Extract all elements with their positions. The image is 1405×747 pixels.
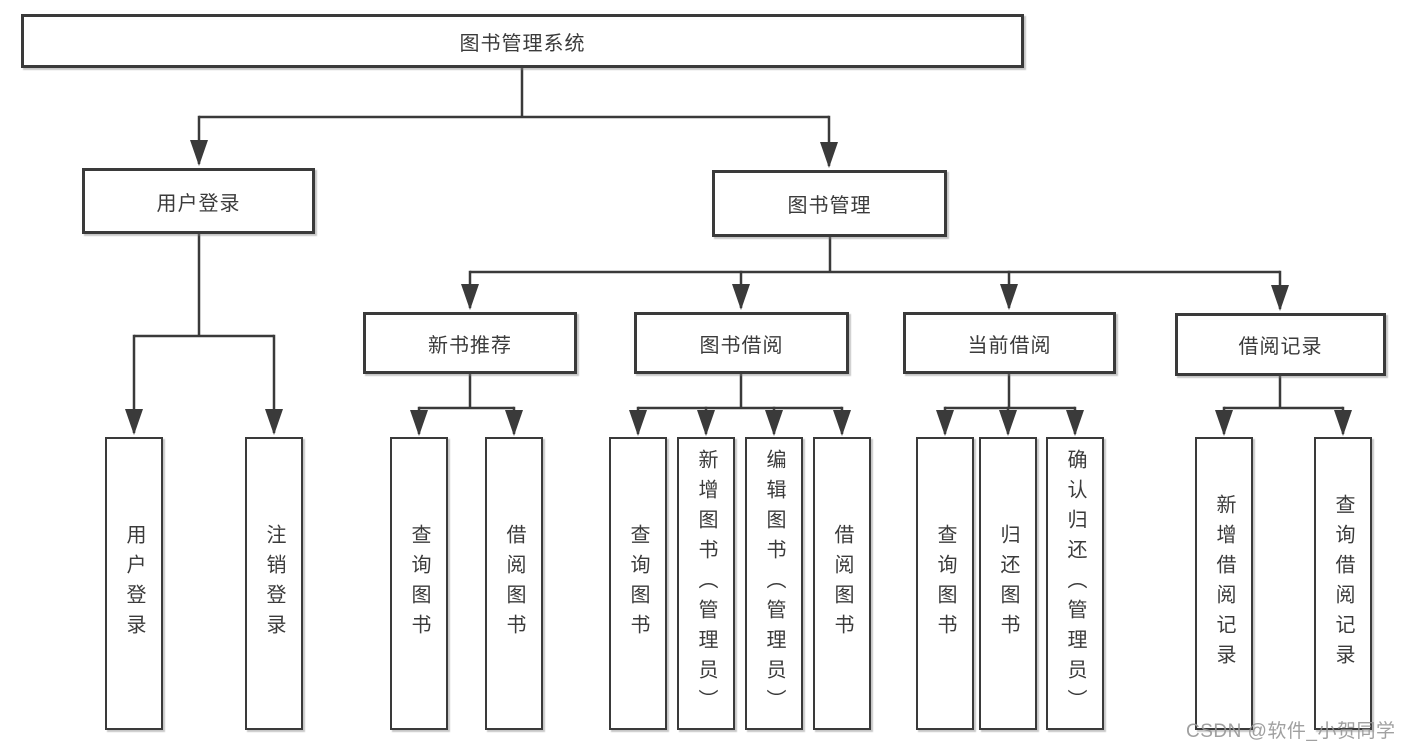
connector-bookmgmt-level3 xyxy=(470,237,1280,274)
leaf-confirm-return-admin-label: 确认归还（管理员） xyxy=(1064,448,1086,719)
node-root-label: 图书管理系统 xyxy=(459,32,586,55)
leaf-borrow-book-borrowing: 借阅图书 xyxy=(813,437,871,730)
node-book-management: 图书管理 xyxy=(712,170,947,237)
leaf-edit-book-admin-label: 编辑图书（管理员） xyxy=(763,448,785,719)
connector-bookborrow-children xyxy=(638,374,842,410)
leaf-confirm-return-admin: 确认归还（管理员） xyxy=(1046,437,1104,730)
csdn-watermark: CSDN @软件_小贺同学 xyxy=(1186,721,1396,742)
node-borrow-records-label: 借阅记录 xyxy=(1238,336,1323,358)
leaf-borrow-book-newrec: 借阅图书 xyxy=(485,437,543,730)
connector-newrec-children xyxy=(419,374,514,410)
node-current-borrowing-label: 当前借阅 xyxy=(967,334,1052,357)
leaf-add-book-admin: 新增图书（管理员） xyxy=(677,437,735,730)
leaf-user-login-label: 用户登录 xyxy=(123,523,145,644)
node-book-borrowing-label: 图书借阅 xyxy=(699,334,784,357)
leaf-logout-label: 注销登录 xyxy=(263,523,285,644)
leaf-add-book-admin-label: 新增图书（管理员） xyxy=(695,448,717,719)
leaf-borrow-book-borrowing-label: 借阅图书 xyxy=(831,523,853,644)
leaf-add-borrow-record: 新增借阅记录 xyxy=(1195,437,1253,730)
connector-root-level2 xyxy=(199,68,829,119)
leaf-query-book-newrec-label: 查询图书 xyxy=(408,523,430,644)
leaf-return-book-label: 归还图书 xyxy=(997,523,1019,644)
node-current-borrowing: 当前借阅 xyxy=(903,312,1116,374)
node-user-login: 用户登录 xyxy=(82,168,315,234)
leaf-return-book: 归还图书 xyxy=(979,437,1037,730)
node-new-book-recommend-label: 新书推荐 xyxy=(428,334,512,357)
connector-userlogin-children xyxy=(134,233,274,338)
node-new-book-recommend: 新书推荐 xyxy=(363,312,577,374)
leaf-query-book-current: 查询图书 xyxy=(916,437,974,730)
leaf-query-book-borrowing: 查询图书 xyxy=(609,437,667,730)
leaf-logout: 注销登录 xyxy=(245,437,303,730)
node-user-login-label: 用户登录 xyxy=(156,192,241,215)
leaf-user-login: 用户登录 xyxy=(105,437,163,730)
leaf-query-book-newrec: 查询图书 xyxy=(390,437,448,730)
leaf-query-borrow-record-label: 查询借阅记录 xyxy=(1332,493,1354,674)
connector-borrowrecord-children xyxy=(1224,376,1343,410)
leaf-add-borrow-record-label: 新增借阅记录 xyxy=(1213,493,1235,674)
leaf-query-borrow-record: 查询借阅记录 xyxy=(1314,437,1372,730)
node-book-borrowing: 图书借阅 xyxy=(634,312,849,374)
leaf-edit-book-admin: 编辑图书（管理员） xyxy=(745,437,803,730)
connector-currentborrow-children xyxy=(945,374,1075,410)
node-borrow-records: 借阅记录 xyxy=(1175,313,1386,376)
node-book-management-label: 图书管理 xyxy=(787,195,872,217)
leaf-query-book-current-label: 查询图书 xyxy=(934,523,956,644)
node-root: 图书管理系统 xyxy=(21,14,1024,68)
leaf-borrow-book-newrec-label: 借阅图书 xyxy=(503,523,525,644)
leaf-query-book-borrowing-label: 查询图书 xyxy=(627,523,649,644)
